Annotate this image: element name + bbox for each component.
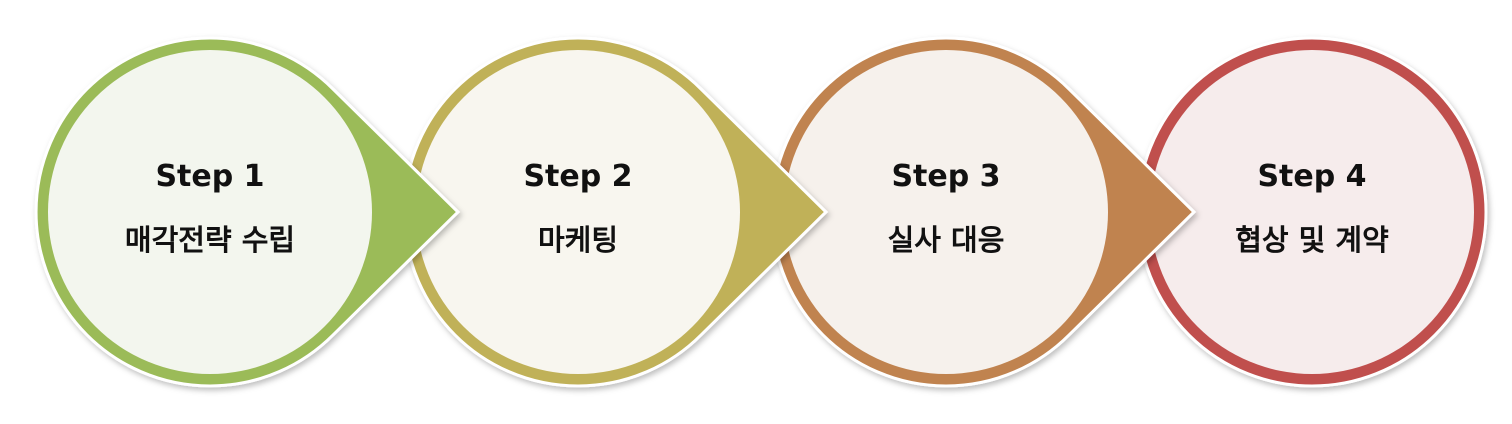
step-4-fill	[1150, 50, 1474, 374]
step-2-fill	[416, 50, 740, 374]
step-1-fill	[48, 50, 372, 374]
step-2-title: 마케팅	[538, 223, 618, 257]
step-1-label: Step 1	[155, 159, 264, 194]
step-3: Step 3 실사 대응	[770, 36, 1197, 388]
step-4-label: Step 4	[1257, 159, 1366, 194]
step-2: Step 2 마케팅	[402, 36, 829, 388]
step-3-title: 실사 대응	[888, 223, 1005, 257]
step-1: Step 1 매각전략 수립	[34, 36, 461, 388]
step-3-fill	[784, 50, 1108, 374]
step-1-title: 매각전략 수립	[125, 223, 295, 257]
step-4-title: 협상 및 계약	[1235, 223, 1389, 257]
step-3-label: Step 3	[891, 159, 1000, 194]
step-4: Step 4 협상 및 계약	[1136, 36, 1488, 388]
step-2-label: Step 2	[523, 159, 632, 194]
